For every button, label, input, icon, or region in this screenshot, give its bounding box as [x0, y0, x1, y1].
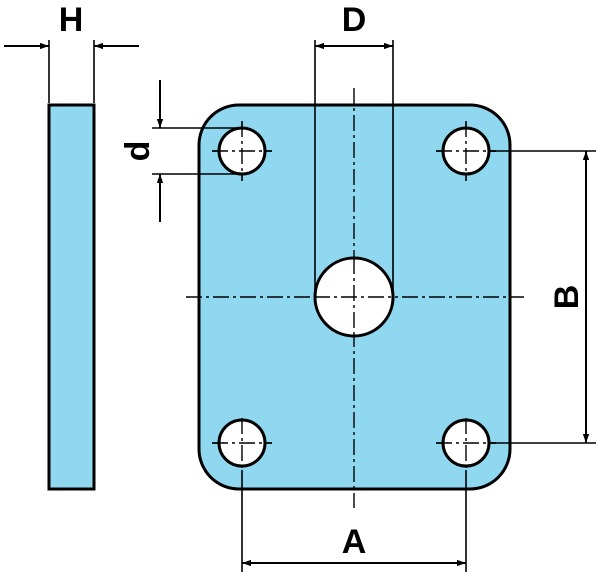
dimension-label-B: B [548, 285, 586, 310]
dimension-h [4, 40, 139, 103]
dimension-label-A: A [342, 523, 367, 561]
dimension-b [490, 150, 596, 444]
dimension-d-center-hole [314, 40, 394, 297]
dimension-label-h: H [59, 1, 84, 39]
dimension-d-small-hole [152, 80, 240, 222]
dimension-label-D: D [342, 1, 367, 39]
hole-center-marks-over [212, 121, 496, 470]
dimension-a [241, 470, 467, 572]
plate-side-view [47, 103, 96, 491]
dimension-label-d: d [119, 141, 157, 162]
